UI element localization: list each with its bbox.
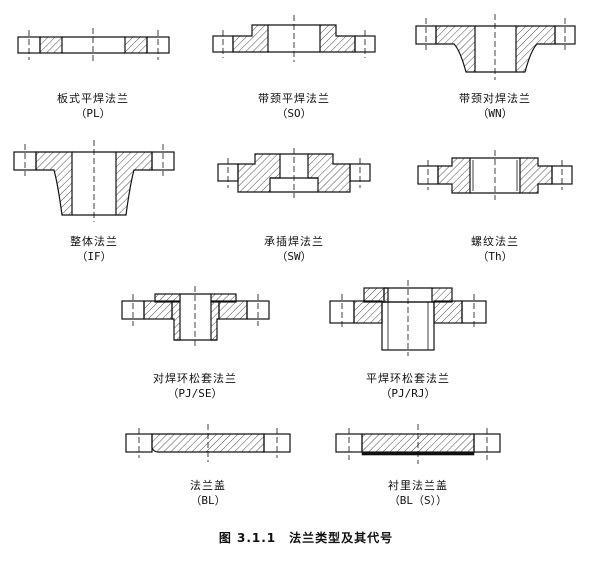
diagram-so	[212, 15, 376, 62]
caption-pl-name: 板式平焊法兰	[57, 92, 129, 105]
caption-th-code: （Th）	[477, 250, 513, 263]
diagram-sw	[217, 148, 371, 198]
caption-pl-code: （PL）	[75, 107, 111, 120]
diagram-pl	[17, 28, 170, 64]
caption-th-name: 螺纹法兰	[471, 235, 519, 248]
caption-pj-rj-code: （PJ/RJ）	[380, 387, 436, 400]
caption-bl-s-code: （BL（S））	[388, 494, 448, 507]
diagram-th	[417, 150, 573, 200]
caption-wn: 带颈对焊法兰 （WN）	[435, 91, 555, 121]
caption-pj-se-name: 对焊环松套法兰	[153, 372, 237, 385]
caption-so-name: 带颈平焊法兰	[258, 92, 330, 105]
caption-bl: 法兰盖 （BL）	[148, 478, 268, 508]
caption-pj-se-code: （PJ/SE）	[167, 387, 223, 400]
caption-bl-name: 法兰盖	[190, 479, 226, 492]
caption-bl-code: （BL）	[190, 494, 226, 507]
caption-wn-code: （WN）	[477, 107, 513, 120]
caption-sw: 承插焊法兰 （SW）	[234, 234, 354, 264]
diagram-wn	[415, 14, 576, 80]
caption-if-name: 整体法兰	[70, 235, 118, 248]
caption-pl: 板式平焊法兰 （PL）	[33, 91, 153, 121]
caption-pj-rj: 平焊环松套法兰 （PJ/RJ）	[338, 371, 478, 401]
caption-pj-se: 对焊环松套法兰 （PJ/SE）	[125, 371, 265, 401]
caption-th: 螺纹法兰 （Th）	[435, 234, 555, 264]
caption-bl-s: 衬里法兰盖 （BL（S））	[348, 478, 488, 508]
diagram-bl-s	[335, 424, 501, 464]
caption-bl-s-name: 衬里法兰盖	[388, 479, 448, 492]
diagram-pj-rj	[329, 280, 487, 356]
diagram-bl	[125, 424, 291, 462]
caption-sw-name: 承插焊法兰	[264, 235, 324, 248]
caption-so-code: （SO）	[276, 107, 312, 120]
caption-pj-rj-name: 平焊环松套法兰	[366, 372, 450, 385]
caption-if-code: （IF）	[76, 250, 112, 263]
caption-if: 整体法兰 （IF）	[34, 234, 154, 264]
caption-wn-name: 带颈对焊法兰	[459, 92, 531, 105]
diagram-pj-se	[121, 286, 270, 348]
diagram-if	[13, 140, 175, 222]
figure-title: 图 3.1.1 法兰类型及其代号	[218, 531, 394, 545]
caption-sw-code: （SW）	[276, 250, 312, 263]
caption-so: 带颈平焊法兰 （SO）	[234, 91, 354, 121]
